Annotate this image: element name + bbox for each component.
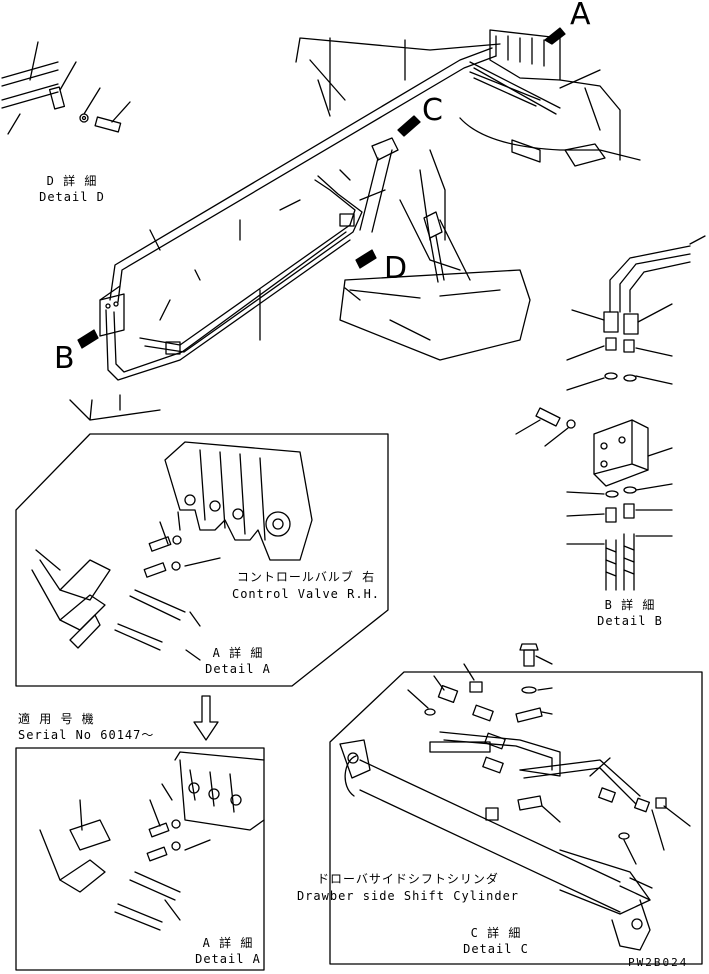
cylinder-en-label: Drawber side Shift Cylinder — [296, 889, 520, 903]
detail-a-serial-en-label: Detail A — [195, 952, 261, 966]
detail-d-drawing — [1, 41, 131, 135]
detail-c-jp-label: C 詳 細 — [470, 926, 522, 940]
drawing-code: PW2B024 — [628, 956, 689, 969]
callout-arrows — [77, 27, 566, 349]
detail-c-en-label: Detail C — [463, 942, 529, 956]
detail-b-en-label: Detail B — [597, 614, 663, 628]
detail-a-box — [15, 433, 389, 687]
detail-b-drawing — [515, 235, 706, 591]
detail-a-jp-label: A 詳 細 — [212, 646, 264, 660]
callout-c: C — [422, 93, 443, 128]
detail-a-serial-jp-label: A 詳 細 — [202, 936, 254, 950]
detail-a-en-label: Detail A — [205, 662, 271, 676]
callout-b: B — [54, 341, 75, 376]
serial-en-label: Serial No 60147～ — [18, 728, 155, 742]
callout-a: A — [570, 0, 591, 32]
callout-d: D — [384, 251, 408, 286]
main-frame-drawing — [69, 29, 641, 421]
cylinder-jp-label: ドローバサイドシフトシリンダ — [317, 872, 499, 886]
serial-arrow — [193, 695, 219, 741]
detail-a-serial-box — [15, 747, 265, 971]
detail-c-drawing — [329, 643, 703, 965]
detail-d-jp-label: D 詳 細 — [46, 174, 98, 188]
detail-d-en-label: Detail D — [39, 190, 105, 204]
control-valve-en-label: Control Valve R.H. — [231, 587, 381, 601]
detail-b-jp-label: B 詳 細 — [604, 598, 656, 612]
control-valve-jp-label: コントロールバルブ 右 — [236, 570, 376, 584]
serial-jp-label: 適 用 号 機 — [18, 712, 95, 726]
